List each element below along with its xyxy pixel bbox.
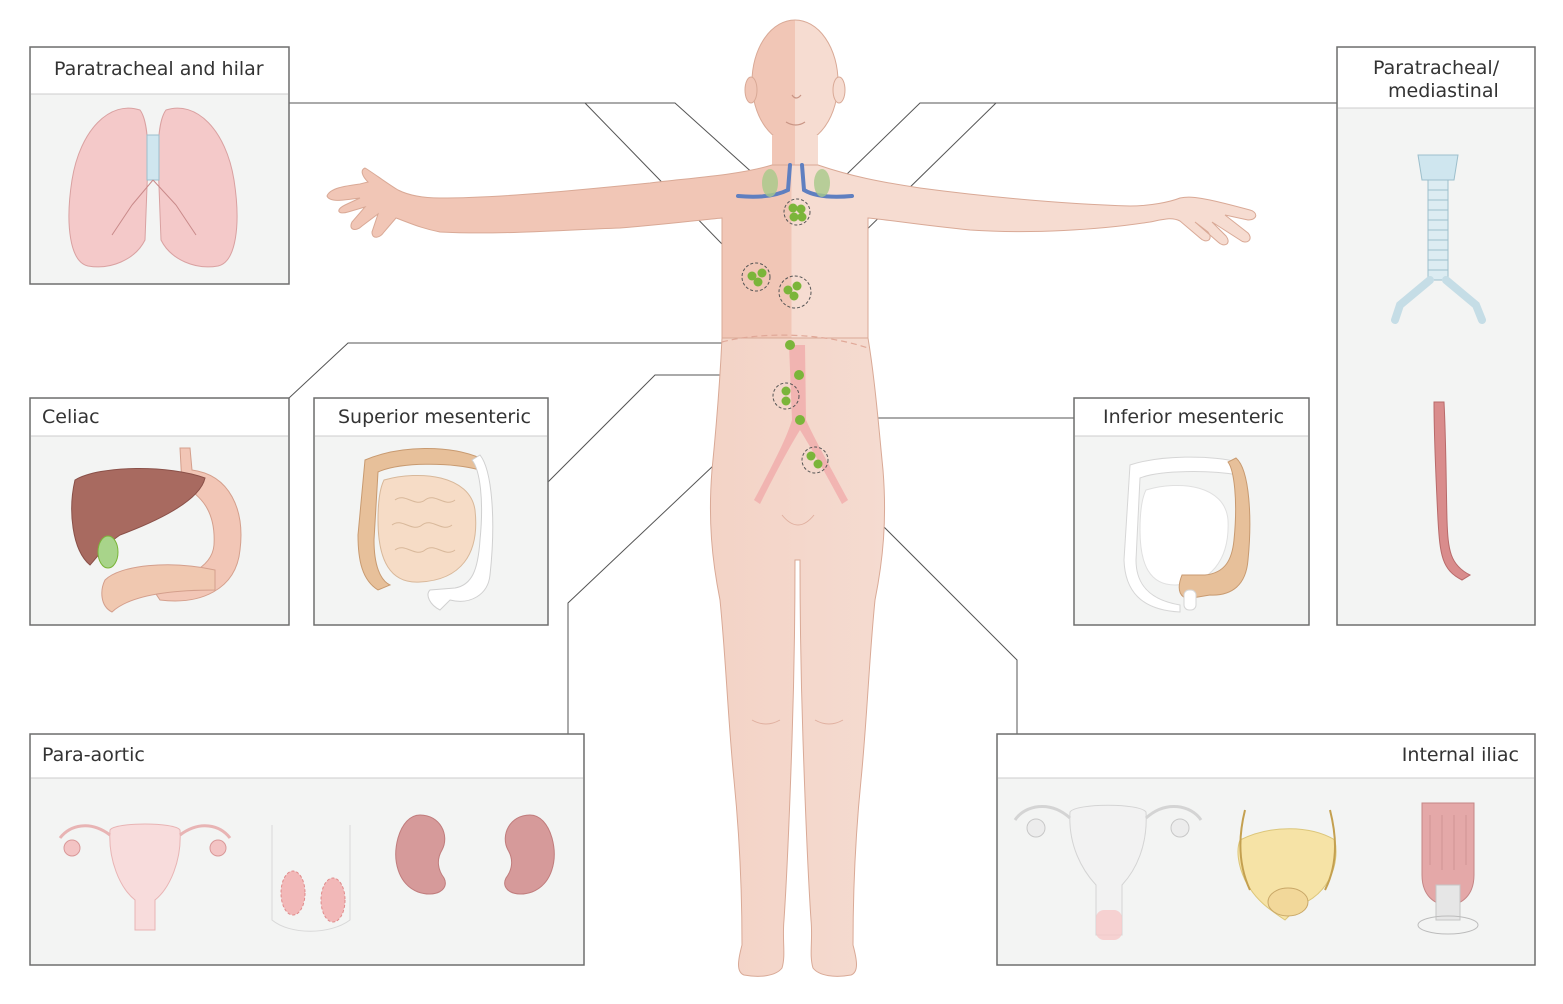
- panel-title-paratracheal-mediastinal-1: Paratracheal/: [1373, 57, 1500, 79]
- panel-paratracheal-hilar: Paratracheal and hilar: [29, 46, 290, 285]
- node-group-internal-iliac: [801, 446, 829, 474]
- panel-title-para-aortic: Para-aortic: [42, 744, 145, 766]
- uterus-ovaries-icon: [58, 823, 232, 931]
- node-group-hilar: [741, 262, 771, 292]
- panel-paratracheal-mediastinal: Paratracheal/ mediastinal: [1336, 46, 1536, 626]
- colon-icon: [1123, 456, 1251, 613]
- panel-title-paratracheal-hilar: Paratracheal and hilar: [54, 58, 264, 80]
- panel-title-celiac: Celiac: [42, 406, 100, 428]
- small-bowel-icon: [357, 448, 494, 611]
- panel-title-paratracheal-mediastinal-2: mediastinal: [1388, 80, 1499, 102]
- node-superior-mesenteric: [794, 370, 804, 380]
- panel-celiac: Celiac: [29, 397, 290, 626]
- testes-icon: [271, 825, 351, 932]
- node-group-mediastinal: [778, 275, 812, 309]
- esophagus-icon: [1433, 401, 1472, 581]
- panel-superior-mesenteric: Superior mesenteric: [313, 397, 549, 626]
- panel-title-internal-iliac: Internal iliac: [1402, 744, 1519, 766]
- lungs-icon: [68, 107, 238, 268]
- trachea-icon: [1391, 154, 1486, 324]
- node-inferior-mesenteric: [795, 415, 805, 425]
- bladder-prostate-icon: [1237, 809, 1337, 921]
- node-group-neck: [783, 198, 811, 226]
- liver-stomach-icon: [71, 447, 242, 613]
- uterus-ovaries-icon-2: [1013, 804, 1203, 940]
- lymph-nodes: [741, 198, 829, 474]
- node-group-para-aortic: [772, 382, 800, 410]
- panel-para-aortic: Para-aortic: [29, 733, 585, 966]
- panel-title-inferior-mesenteric: Inferior mesenteric: [1103, 406, 1284, 428]
- human-body: [326, 19, 1257, 977]
- rectum-icon: [1417, 802, 1479, 935]
- torso-arms: [326, 164, 1257, 341]
- panel-internal-iliac: Internal iliac: [996, 733, 1536, 966]
- node-celiac: [785, 340, 795, 350]
- panel-title-superior-mesenteric: Superior mesenteric: [338, 406, 531, 428]
- kidneys-icon: [395, 814, 555, 895]
- panel-inferior-mesenteric: Inferior mesenteric: [1073, 397, 1310, 626]
- connector-celiac: [288, 342, 790, 399]
